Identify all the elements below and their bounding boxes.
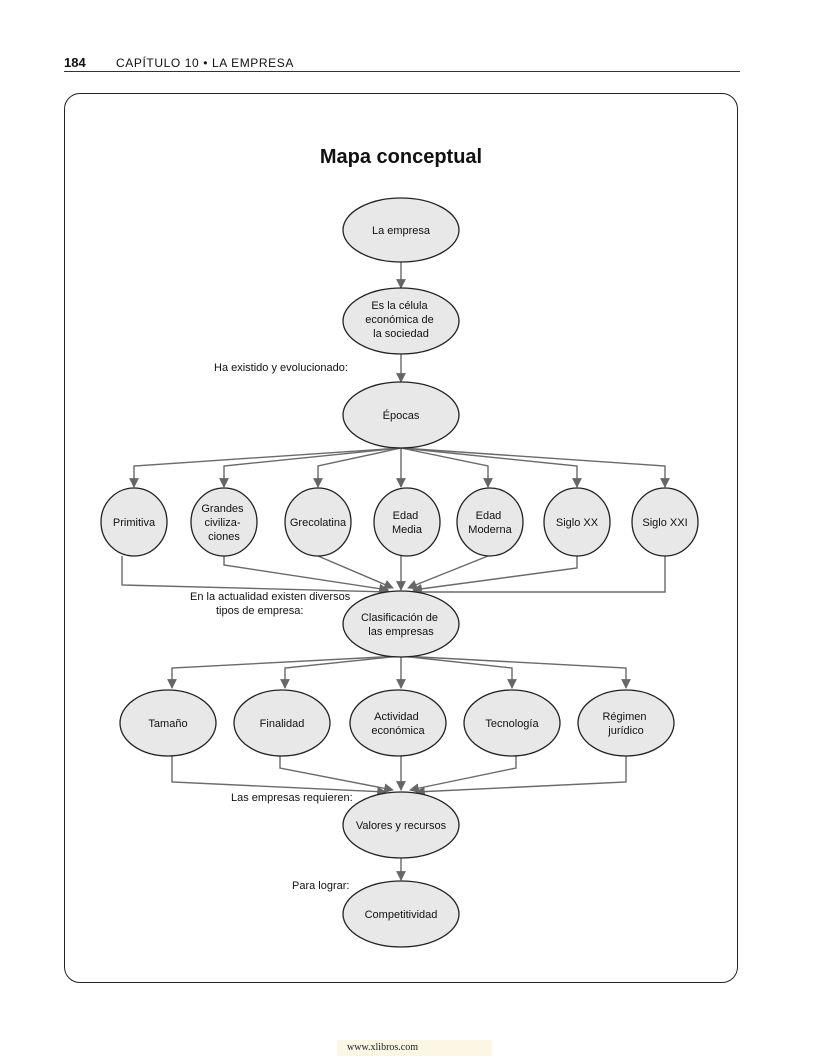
edge-siglo-xx-clasificacion (412, 556, 578, 594)
node-tecnologia (463, 689, 561, 757)
node-empresa (342, 197, 460, 263)
edge-clasificacion-tecnologia (400, 655, 517, 689)
edge-clasificacion-tamano (167, 655, 402, 689)
edge-clasificacion-regimen (400, 655, 631, 689)
label-existido: Ha existido y evolucionado: (214, 362, 348, 374)
node-label-finalidad: Finalidad (260, 718, 305, 730)
edge-grecolatina-clasificacion (317, 555, 394, 590)
node-label-tecnologia: Tecnología (485, 718, 539, 730)
node-valores (342, 791, 460, 859)
edge-clasificacion-finalidad (280, 655, 402, 689)
node-label-grandes: Grandes civiliza- ciones (201, 503, 246, 543)
node-clasificacion (342, 590, 460, 658)
node-grandes (190, 487, 258, 557)
edge-regimen-valores (415, 756, 627, 797)
node-grecolatina (284, 487, 352, 557)
node-edad-media (373, 487, 441, 557)
concept-map-frame (64, 93, 738, 983)
node-label-valores: Valores y recursos (356, 820, 447, 832)
edge-edad-moderna-clasificacion (407, 555, 489, 590)
edge-epocas-edad-moderna (400, 447, 493, 488)
node-label-primitiva: Primitiva (113, 517, 156, 529)
edge-epocas-siglo-xx (400, 447, 582, 488)
chapter-title: CAPÍTULO 10 • LA EMPRESA (116, 56, 294, 70)
edge-epocas-grandes (219, 447, 402, 488)
node-label-actividad: Actividad económica (371, 711, 425, 737)
edge-siglo-xxi-clasificacion (412, 556, 666, 597)
node-celula (342, 287, 460, 355)
edge-finalidad-valores (279, 756, 394, 794)
label-actualidad-2: tipos de empresa: (216, 605, 303, 617)
node-label-regimen: Régimen jurídico (602, 711, 649, 737)
node-label-siglo-xx: Siglo XX (556, 517, 599, 529)
node-siglo-xxi (631, 487, 699, 557)
node-regimen (577, 689, 675, 757)
edge-epocas-grecolatina (313, 447, 402, 488)
node-label-edad-moderna: Edad Moderna (468, 510, 512, 536)
node-label-tamano: Tamaño (148, 718, 187, 730)
node-actividad (349, 689, 447, 757)
node-edad-moderna (456, 487, 524, 557)
node-label-empresa: La empresa (372, 225, 431, 237)
node-label-epocas: Épocas (383, 409, 420, 422)
label-requieren: Las empresas requieren: (231, 792, 353, 804)
node-primitiva (100, 487, 168, 557)
node-label-edad-media: Edad Media (392, 510, 423, 536)
node-epocas (342, 381, 460, 449)
page-number: 184 (64, 55, 86, 70)
node-siglo-xx (543, 487, 611, 557)
footer-website: www.xlibros.com (337, 1040, 492, 1056)
node-competitividad (342, 880, 460, 948)
edge-tecnologia-valores (409, 756, 517, 794)
node-label-celula: Es la célula económica de la sociedad (365, 300, 437, 340)
node-label-grecolatina: Grecolatina (290, 517, 347, 529)
label-actualidad-1: En la actualidad existen diversos (190, 591, 351, 603)
node-label-clasificacion: Clasificación de las empresas (361, 612, 441, 638)
node-label-siglo-xxi: Siglo XXI (642, 517, 687, 529)
label-lograr: Para lograr: (292, 880, 349, 892)
edge-tamano-valores (171, 756, 387, 797)
edge-primitiva-clasificacion (121, 556, 391, 597)
node-finalidad (233, 689, 331, 757)
page-header: 184 CAPÍTULO 10 • LA EMPRESA (64, 55, 740, 72)
node-tamano (119, 689, 217, 757)
edge-epocas-primitiva (129, 447, 402, 488)
edge-epocas-siglo-xxi (400, 447, 670, 488)
map-title: Mapa conceptual (319, 146, 483, 168)
node-label-competitividad: Competitividad (365, 909, 438, 921)
